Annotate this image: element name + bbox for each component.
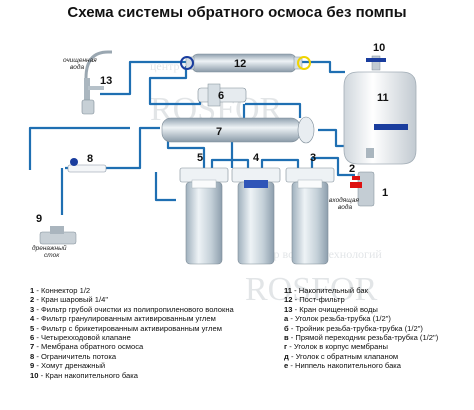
drain-label: сток	[44, 252, 60, 259]
legend-item: 10 - Кран накопительного бака	[30, 370, 138, 380]
clean-water-label: очищенная	[63, 57, 97, 64]
tube-line	[154, 172, 176, 202]
legend-item: а - Уголок резьба-трубка (1/2")	[284, 314, 391, 324]
post-filter	[180, 53, 311, 73]
tube-line	[100, 60, 188, 96]
clean-water-tap	[81, 50, 112, 115]
tube-line	[310, 156, 355, 177]
tube-line	[28, 126, 130, 170]
diagram-title: Схема системы обратного осмоса без помпы	[67, 4, 407, 21]
inlet-label: вода	[338, 203, 352, 211]
legend-item: в - Прямой переходник резьба-трубка (1/2…	[284, 333, 439, 343]
legend-item: д - Уголок с обратным клапаном	[284, 351, 399, 361]
callout-10: 10	[373, 42, 385, 54]
legend-item: 3 - Фильтр грубой очистки из полипропиле…	[30, 304, 234, 314]
callout-5: 5	[197, 152, 203, 164]
callout-3: 3	[310, 152, 316, 164]
filter-5	[179, 167, 229, 265]
tube-line	[65, 126, 160, 170]
flow-restrictor	[67, 158, 107, 173]
tube-line	[210, 158, 250, 168]
legend-left: 1 - Коннектор 1/2 2 - Кран шаровый 1/4" …	[30, 286, 280, 380]
four-way-valve	[197, 83, 247, 107]
callout-8: 8	[87, 153, 93, 165]
inlet-connector	[350, 171, 375, 207]
ro-membrane	[161, 116, 315, 144]
drain-clamp	[39, 226, 77, 245]
legend-item: 9 - Хомут дренажный	[30, 361, 106, 371]
callout-4: 4	[253, 152, 260, 164]
legend-right: 11 - Накопительный бак 12 - Пост-фильтр …	[284, 286, 472, 371]
tube-line	[166, 140, 206, 168]
legend-item: б - Тройник резьба-трубка-трубка (1/2")	[284, 323, 423, 333]
legend-item: г - Уголок в корпус мембраны	[284, 342, 388, 352]
callout-6: 6	[218, 90, 224, 102]
callout-7: 7	[216, 126, 222, 138]
inlet-label: входящая	[329, 196, 359, 204]
filter-4	[231, 167, 281, 265]
filter-3	[285, 167, 335, 265]
legend-item: 7 - Мембрана обратного осмоса	[30, 342, 144, 352]
callout-2: 2	[349, 163, 355, 175]
tube-line	[148, 66, 188, 96]
legend-item: 2 - Кран шаровый 1/4"	[30, 295, 109, 305]
legend-item: 11 - Накопительный бак	[284, 286, 368, 295]
callout-9: 9	[36, 213, 42, 225]
callout-13: 13	[100, 75, 112, 87]
tube-line	[298, 60, 345, 74]
tube-line	[260, 158, 300, 168]
callout-12: 12	[234, 58, 246, 70]
storage-tank	[343, 71, 417, 165]
legend-item: 4 - Фильтр гранулированным активированны…	[30, 314, 216, 324]
legend-item: 8 - Ограничитель потока	[30, 351, 117, 361]
legend-item: 5 - Фильтр с брикетированным активирован…	[30, 323, 222, 333]
tank-valve	[366, 55, 386, 71]
legend-item: 12 - Пост-фильтр	[284, 295, 345, 305]
legend-item: 1 - Коннектор 1/2	[30, 286, 91, 295]
callout-11: 11	[377, 92, 389, 104]
watermark-text: ROSFOR	[245, 271, 378, 308]
drain-label: дренажный	[32, 244, 67, 252]
legend-item: е - Ниппель накопительного бака	[284, 361, 402, 371]
clean-water-label: вода	[70, 63, 84, 71]
callout-1: 1	[382, 187, 388, 199]
legend-item: 13 - Кран очищенной воды	[284, 304, 378, 314]
legend-item: 6 - Четырехходовой клапане	[30, 333, 131, 343]
tube-line	[245, 102, 302, 118]
